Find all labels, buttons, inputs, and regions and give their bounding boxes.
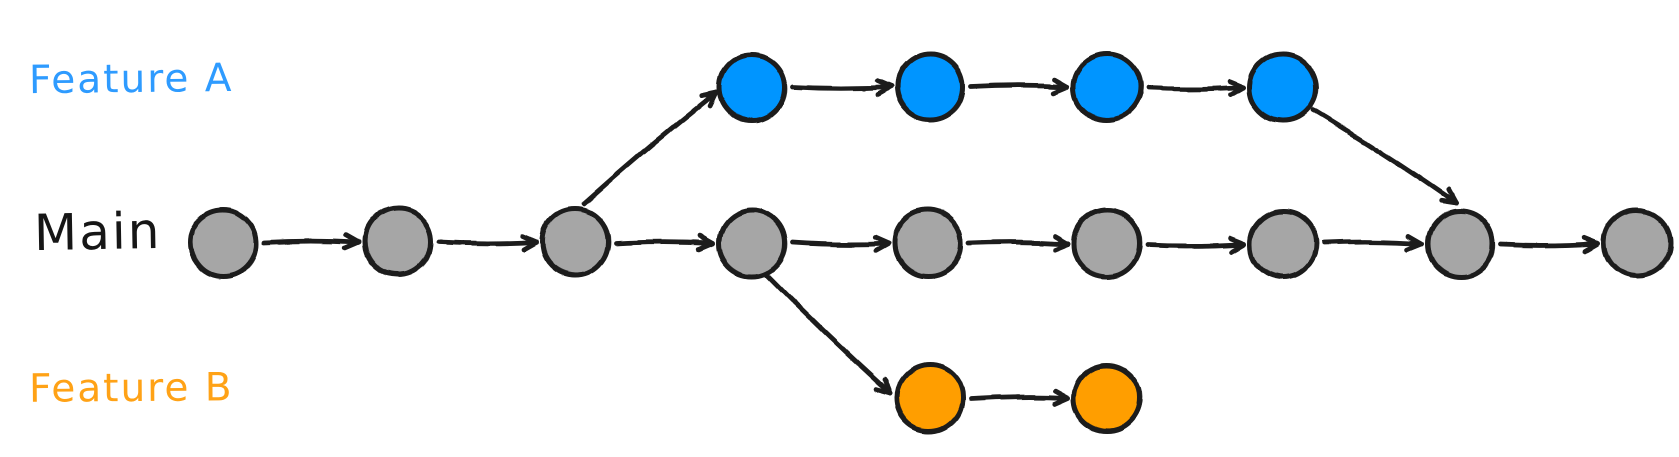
commit-node-m5 bbox=[892, 207, 964, 279]
commit-node-m8 bbox=[1424, 208, 1496, 280]
arrowhead bbox=[874, 78, 894, 97]
arrowhead bbox=[342, 232, 362, 251]
arrowhead bbox=[698, 90, 719, 109]
edge-m2-m3 bbox=[436, 233, 539, 252]
edge-a4-m8 bbox=[1310, 107, 1459, 206]
arrowhead bbox=[519, 233, 539, 252]
edge-b1-b2 bbox=[968, 388, 1071, 407]
edge-m1-m2 bbox=[261, 232, 362, 251]
commit-node-m4 bbox=[716, 207, 788, 279]
commit-node-b1 bbox=[894, 362, 966, 434]
commit-node-m9 bbox=[1601, 207, 1673, 279]
arrowhead bbox=[1051, 234, 1071, 253]
arrowhead bbox=[1227, 78, 1247, 97]
edge-a3-a4 bbox=[1145, 78, 1247, 97]
arrowhead bbox=[873, 376, 893, 396]
commit-node-m2 bbox=[362, 206, 434, 278]
arrowhead bbox=[696, 233, 716, 252]
commit-node-m1 bbox=[187, 207, 259, 279]
commit-node-a2 bbox=[894, 51, 966, 123]
arrowhead bbox=[872, 234, 892, 253]
branch-label-main: Main bbox=[33, 201, 162, 263]
commit-node-m7 bbox=[1247, 208, 1319, 280]
commit-node-a3 bbox=[1071, 51, 1143, 123]
arrowhead bbox=[1581, 234, 1601, 253]
edge-a1-a2 bbox=[790, 78, 894, 97]
arrowhead bbox=[1404, 234, 1424, 253]
edge-m4-m5 bbox=[790, 234, 892, 253]
commit-node-m6 bbox=[1071, 208, 1143, 280]
branch-label-feature-b: Feature B bbox=[28, 365, 234, 412]
arrowhead bbox=[1227, 235, 1247, 254]
edge-m7-m8 bbox=[1321, 234, 1424, 253]
commit-node-m3 bbox=[539, 206, 611, 278]
edge-m3-m4 bbox=[613, 233, 716, 252]
arrowhead bbox=[1438, 187, 1459, 206]
edge-m6-m7 bbox=[1145, 235, 1247, 254]
commit-node-b2 bbox=[1071, 362, 1143, 434]
branch-label-feature-a: Feature A bbox=[28, 55, 234, 104]
commit-node-a1 bbox=[716, 52, 788, 124]
arrowhead bbox=[1051, 77, 1071, 96]
sketch-layer bbox=[187, 51, 1673, 434]
arrowhead bbox=[1051, 388, 1071, 407]
commit-node-a4 bbox=[1247, 51, 1319, 123]
edge-m5-m6 bbox=[966, 234, 1071, 253]
edge-m4-b1 bbox=[761, 269, 893, 396]
edge-m3-a1 bbox=[581, 90, 719, 207]
edge-a2-a3 bbox=[968, 77, 1071, 96]
edge-m8-m9 bbox=[1498, 234, 1601, 253]
